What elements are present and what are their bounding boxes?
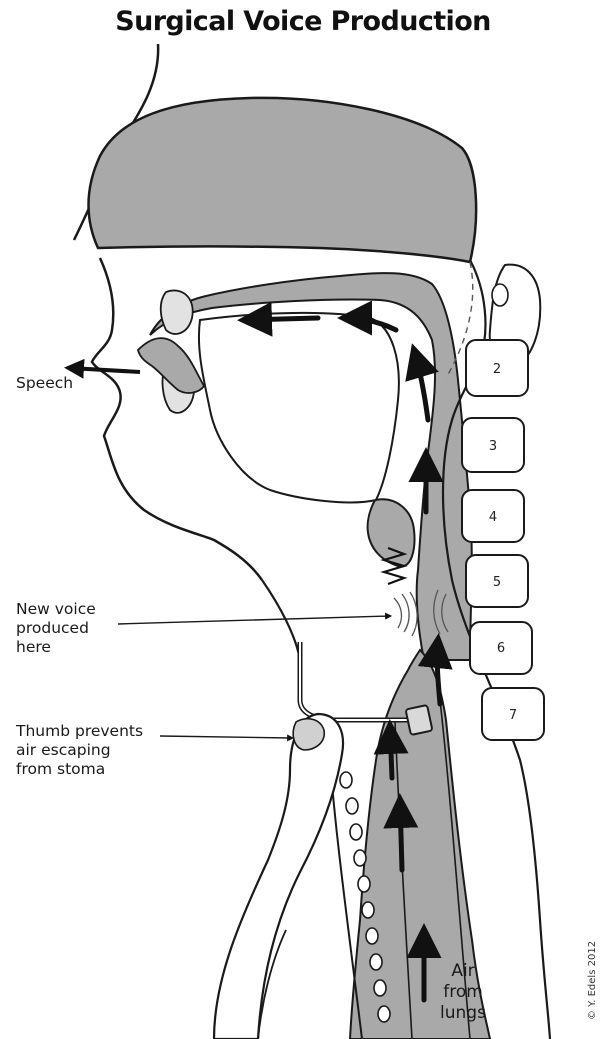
label-thumb: Thumb prevents air escaping from stoma — [16, 722, 143, 779]
vertebra-label-3: 3 — [489, 439, 497, 454]
label-new-voice-line-3: here — [16, 638, 96, 657]
thumb — [214, 714, 343, 1039]
tongue — [199, 313, 399, 502]
vertebra-label-5: 5 — [493, 575, 501, 590]
prosthesis-valve — [406, 705, 433, 735]
larynx-bulge — [368, 499, 415, 566]
label-new-voice-line-2: produced — [16, 619, 96, 638]
label-new-voice-line-1: New voice — [16, 600, 96, 619]
lips — [138, 338, 204, 393]
vertebra-label-4: 4 — [489, 510, 497, 525]
neck-front-contour — [262, 580, 300, 700]
label-thumb-line-1: Thumb prevents — [16, 722, 143, 741]
speech-arrow — [70, 368, 140, 372]
label-air-from-lungs: Air from lungs — [438, 961, 488, 1024]
leader-new-voice — [118, 616, 390, 624]
label-air-line-2: from — [438, 982, 488, 1003]
vertebra-label-6: 6 — [497, 641, 505, 656]
vertebrae-column: 2 3 4 5 6 7 — [462, 265, 544, 740]
label-thumb-line-2: air escaping — [16, 741, 143, 760]
copyright-notice: © Y. Edels 2012 — [587, 941, 598, 1020]
label-speech: Speech — [16, 374, 73, 393]
vertebra-label-2: 2 — [493, 362, 501, 377]
label-air-line-1: Air — [438, 961, 488, 982]
label-thumb-line-3: from stoma — [16, 760, 143, 779]
label-new-voice: New voice produced here — [16, 600, 96, 657]
nasal-cavity — [89, 98, 477, 262]
vertebra-label-7: 7 — [509, 708, 517, 723]
leader-thumb — [160, 736, 292, 738]
label-air-line-3: lungs — [438, 1003, 488, 1024]
upper-teeth — [161, 290, 193, 334]
